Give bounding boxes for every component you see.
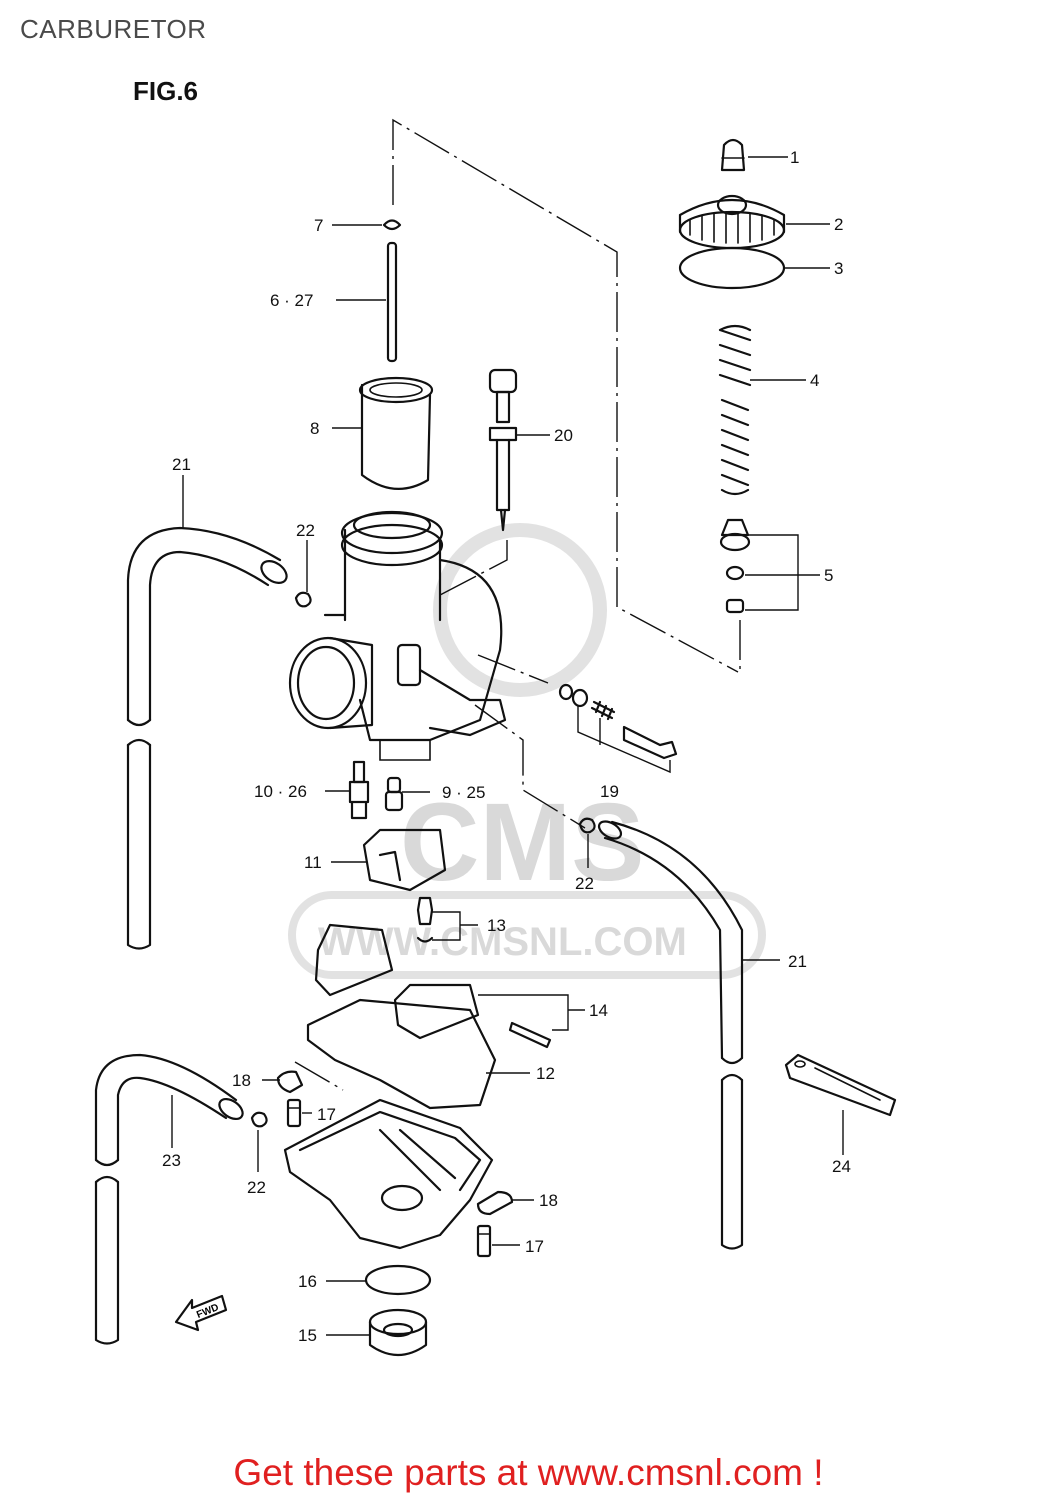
part-2-top-cover <box>678 194 786 250</box>
part-14-float <box>314 923 552 1049</box>
part-18-bracket-a <box>276 1070 304 1094</box>
part-19-pilot-screw-set <box>558 683 678 760</box>
part-5-plate-set <box>719 518 751 614</box>
part-16-o-ring <box>364 1264 432 1296</box>
watermark-url: WWW.CMSNL.COM <box>318 920 687 964</box>
callout-3: 3 <box>834 259 843 278</box>
callout-8: 8 <box>310 419 319 438</box>
callout-14: 14 <box>589 1001 608 1020</box>
part-15-drain-plug <box>368 1308 428 1356</box>
callout-22-bottom: 22 <box>247 1178 266 1197</box>
callout-10-26: 10 · 26 <box>254 782 307 801</box>
part-24-strap <box>784 1053 897 1117</box>
part-12-gasket <box>306 998 497 1110</box>
part-22-clamp-a <box>294 591 312 608</box>
part-8-throttle-valve <box>358 376 434 490</box>
part-22-clamp-c <box>250 1111 268 1128</box>
part-21-hose-left <box>126 526 288 950</box>
callout-22-top: 22 <box>296 521 315 540</box>
callout-17-top: 17 <box>317 1105 336 1124</box>
callout-12: 12 <box>536 1064 555 1083</box>
get-parts-link[interactable]: Get these parts at www.cmsnl.com ! <box>233 1452 824 1493</box>
callout-1: 1 <box>790 148 799 167</box>
callout-20: 20 <box>554 426 573 445</box>
callout-4: 4 <box>810 371 819 390</box>
callout-18-right: 18 <box>539 1191 558 1210</box>
callout-6-27: 6 · 27 <box>270 291 313 310</box>
callout-5: 5 <box>824 566 833 585</box>
part-3-gasket <box>678 246 786 290</box>
float-chamber <box>283 1098 494 1250</box>
callout-17-bottom: 17 <box>525 1237 544 1256</box>
part-21-hose-right <box>597 820 744 1250</box>
callout-9-25: 9 · 25 <box>442 783 485 802</box>
part-18-bracket-b <box>476 1190 514 1216</box>
callout-11: 11 <box>304 853 322 872</box>
part-4-spring <box>718 324 752 496</box>
figure-label: FIG.6 <box>133 76 198 106</box>
page-title: CARBURETOR <box>20 14 207 44</box>
part-11-float-seat <box>362 828 447 892</box>
fwd-arrow-icon: FWD <box>174 1294 228 1332</box>
callout-13: 13 <box>487 916 506 935</box>
part-6-needle <box>386 241 398 363</box>
callout-18-left: 18 <box>232 1071 251 1090</box>
part-1-cap <box>720 138 746 172</box>
part-17-screw-a <box>286 1098 302 1128</box>
part-13-needle-valve <box>416 896 434 943</box>
part-9-pilot-jet <box>384 776 404 812</box>
callout-21-left: 21 <box>172 455 191 474</box>
part-17-screw-b <box>476 1224 492 1258</box>
exploded-parts-diagram: CMS WWW.CMSNL.COM FIG.6 <box>94 76 897 1356</box>
part-10-main-jet <box>348 760 370 820</box>
part-23-hose <box>94 1053 244 1345</box>
callouts: 1 2 3 4 5 7 6 · 27 8 20 21 22 10 · 26 9 … <box>162 148 851 1345</box>
part-22-clamp-b <box>578 817 596 834</box>
part-7-clip <box>382 219 402 231</box>
leader-lines <box>171 156 844 1336</box>
callout-22-mid: 22 <box>575 874 594 893</box>
callout-24: 24 <box>832 1157 851 1176</box>
callout-7: 7 <box>314 216 323 235</box>
watermark: CMS WWW.CMSNL.COM <box>288 523 766 979</box>
callout-23: 23 <box>162 1151 181 1170</box>
callout-16: 16 <box>298 1272 317 1291</box>
part-20-starter-plunger <box>488 368 518 532</box>
callout-19: 19 <box>600 782 619 801</box>
callout-21-right: 21 <box>788 952 807 971</box>
callout-15: 15 <box>298 1326 317 1345</box>
callout-2: 2 <box>834 215 843 234</box>
carburetor-body <box>288 510 507 761</box>
